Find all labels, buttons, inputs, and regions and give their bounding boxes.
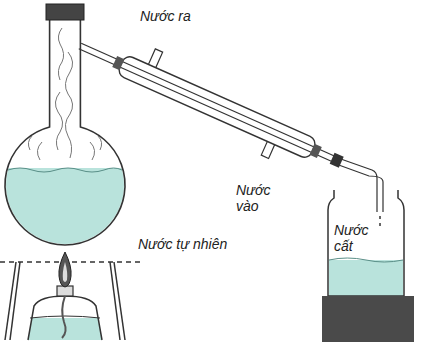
support-block: [322, 296, 414, 342]
distilling-flask: [0, 4, 130, 248]
part-label: Nước vào: [236, 182, 276, 214]
condenser: [69, 20, 352, 186]
part-label: Nước tự nhiên: [138, 236, 227, 252]
receiving-bottle: [328, 190, 404, 296]
part-label: Nước cất: [334, 222, 376, 254]
alcohol-lamp: [28, 252, 102, 342]
part-label: Nước ra: [140, 8, 191, 24]
delivery-tube: [336, 158, 383, 226]
